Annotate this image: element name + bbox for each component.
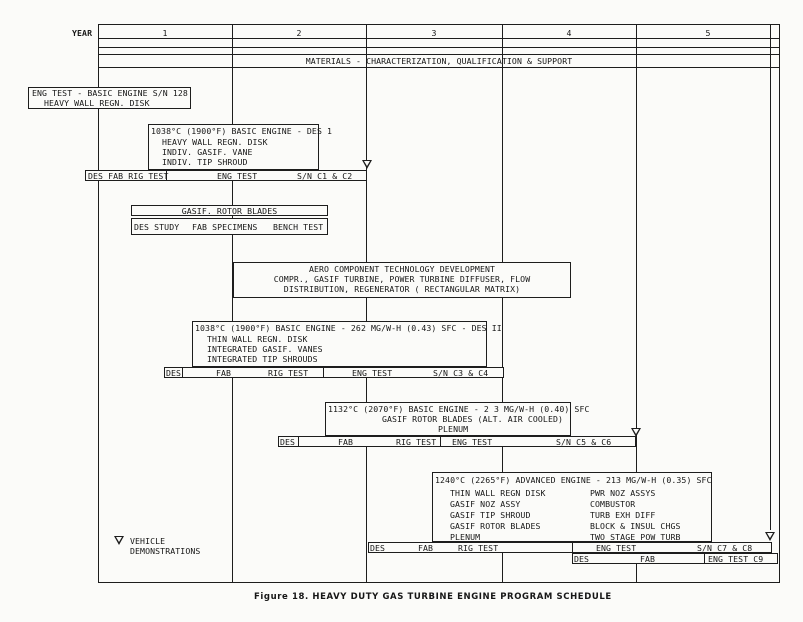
- materials-label: MATERIALS - CHARACTERIZATION, QUALIFICAT…: [305, 56, 573, 66]
- des2-phase: DES: [166, 368, 182, 378]
- advanced-phase: FAB: [640, 554, 656, 564]
- legend-line1: VEHICLE: [130, 536, 166, 546]
- engine-1132-title: 1132°C (2070°F) BASIC ENGINE - 2 3 MG/W-…: [328, 404, 590, 414]
- year-2: 2: [296, 28, 302, 38]
- year-boundary-1: [232, 24, 233, 583]
- year-boundary-4: [636, 24, 637, 583]
- legend-line2: DEMONSTRATIONS: [130, 546, 201, 556]
- advanced-left-item: PLENUM: [450, 532, 481, 542]
- advanced-box: [432, 472, 712, 542]
- des1-timeline-bar: [85, 170, 367, 181]
- engine-1132-phase: DES: [280, 437, 296, 447]
- advanced-bar-divider: [704, 553, 705, 564]
- legend-triangle-icon: [114, 536, 124, 545]
- des1-item: HEAVY WALL REGN. DISK: [162, 137, 268, 147]
- rotor-blades-phase: BENCH TEST: [273, 222, 324, 232]
- advanced-phase: DES: [370, 543, 386, 553]
- basic-engine-128-line2: HEAVY WALL REGN. DISK: [44, 98, 150, 108]
- des2-title: 1038°C (1900°F) BASIC ENGINE - 262 MG/W-…: [195, 323, 502, 333]
- des2-phase: FAB: [216, 368, 232, 378]
- advanced-phase: DES: [574, 554, 590, 564]
- year-3: 3: [431, 28, 437, 38]
- aero-box: [233, 262, 571, 298]
- aero-line: AERO COMPONENT TECHNOLOGY DEVELOPMENT: [308, 264, 496, 274]
- year-header-divider: [98, 38, 780, 39]
- advanced-timeline-bar-1: [368, 542, 772, 553]
- vehicle-demo-marker-icon: [631, 428, 641, 437]
- figure-caption: Figure 18. HEAVY DUTY GAS TURBINE ENGINE…: [254, 592, 612, 602]
- year-header-bottom: [98, 47, 780, 48]
- engine-1132-item: GASIF ROTOR BLADES (ALT. AIR COOLED): [382, 414, 564, 424]
- year-boundary-3: [502, 24, 503, 583]
- rotor-blades-phase: FAB SPECIMENS: [192, 222, 258, 232]
- engine-1132-bar-divider: [440, 436, 441, 447]
- des1-item: INDIV. GASIF. VANE: [162, 147, 253, 157]
- des2-box: [192, 321, 487, 367]
- advanced-timeline-bar-2: [572, 553, 778, 564]
- rotor-blades-timeline-bar: [131, 218, 328, 235]
- year-5: 5: [705, 28, 711, 38]
- engine-1132-phase: FAB: [338, 437, 354, 447]
- aero-line: COMPR., GASIF TURBINE, POWER TURBINE DIF…: [273, 274, 531, 284]
- materials-band: [98, 54, 780, 68]
- engine-1132-phase: ENG TEST: [452, 437, 493, 447]
- advanced-phase: ENG TEST C9: [708, 554, 764, 564]
- des2-item: THIN WALL REGN. DISK: [207, 334, 308, 344]
- advanced-left-item: GASIF TIP SHROUD: [450, 510, 531, 520]
- vehicle-demo-marker-icon: [362, 160, 372, 169]
- advanced-right-item: TWO STAGE POW TURB: [590, 532, 681, 542]
- des2-timeline-bar: [164, 367, 504, 378]
- engine-1132-bar-divider: [298, 436, 299, 447]
- des1-phase: ENG TEST: [217, 171, 258, 181]
- rotor-blades-phase: DES STUDY: [134, 222, 180, 232]
- basic-engine-128-title: ENG TEST - BASIC ENGINE S/N 128: [32, 88, 188, 98]
- year-label: YEAR: [72, 28, 93, 38]
- advanced-right-item: TURB EXH DIFF: [590, 510, 656, 520]
- advanced-right-item: BLOCK & INSUL CHGS: [590, 521, 681, 531]
- engine-1132-timeline-bar: [278, 436, 636, 447]
- basic-engine-128-box: [28, 87, 191, 109]
- advanced-left-item: GASIF NOZ ASSY: [450, 499, 521, 509]
- engine-1132-item: PLENUM: [438, 424, 469, 434]
- des2-item: INTEGRATED TIP SHROUDS: [207, 354, 318, 364]
- rotor-blades-box: [131, 205, 328, 216]
- des1-box: [148, 124, 319, 170]
- advanced-right-item: COMBUSTOR: [590, 499, 636, 509]
- engine-1132-box: [325, 402, 571, 436]
- engine-1132-phase: S/N C5 & C6: [556, 437, 612, 447]
- advanced-phase: ENG TEST: [596, 543, 637, 553]
- des1-phase: S/N C1 & C2: [297, 171, 353, 181]
- advanced-right-item: PWR NOZ ASSYS: [590, 488, 656, 498]
- advanced-left-item: THIN WALL REGN DISK: [450, 488, 546, 498]
- des2-phase: S/N C3 & C4: [433, 368, 489, 378]
- advanced-phase: RIG TEST: [458, 543, 499, 553]
- schedule-frame: [98, 24, 780, 583]
- advanced-title: 1240°C (2265°F) ADVANCED ENGINE - 213 MG…: [435, 475, 712, 485]
- advanced-phase: FAB: [418, 543, 434, 553]
- advanced-left-item: GASIF ROTOR BLADES: [450, 521, 541, 531]
- year-4: 4: [566, 28, 572, 38]
- des1-phase: DES FAB RIG TEST: [88, 171, 169, 181]
- aero-line: DISTRIBUTION, REGENERATOR ( RECTANGULAR …: [283, 284, 521, 294]
- des1-title: 1038°C (1900°F) BASIC ENGINE - DES 1: [151, 126, 333, 136]
- rotor-blades-title: GASIF. ROTOR BLADES: [181, 206, 278, 216]
- engine-1132-phase: RIG TEST: [396, 437, 437, 447]
- des2-phase: RIG TEST: [268, 368, 309, 378]
- des2-bar-divider: [323, 367, 324, 378]
- year-1: 1: [162, 28, 168, 38]
- year-boundary-2: [366, 24, 367, 583]
- vehicle-demo-marker-icon: [765, 532, 775, 541]
- des2-item: INTEGRATED GASIF. VANES: [207, 344, 323, 354]
- advanced-bar-divider: [572, 542, 573, 553]
- des2-bar-divider: [182, 367, 183, 378]
- des2-phase: ENG TEST: [352, 368, 393, 378]
- advanced-phase: S/N C7 & C8: [697, 543, 753, 553]
- year-boundary-5: [770, 24, 771, 530]
- des1-item: INDIV. TIP SHROUD: [162, 157, 248, 167]
- des1-bar-divider: [166, 170, 167, 181]
